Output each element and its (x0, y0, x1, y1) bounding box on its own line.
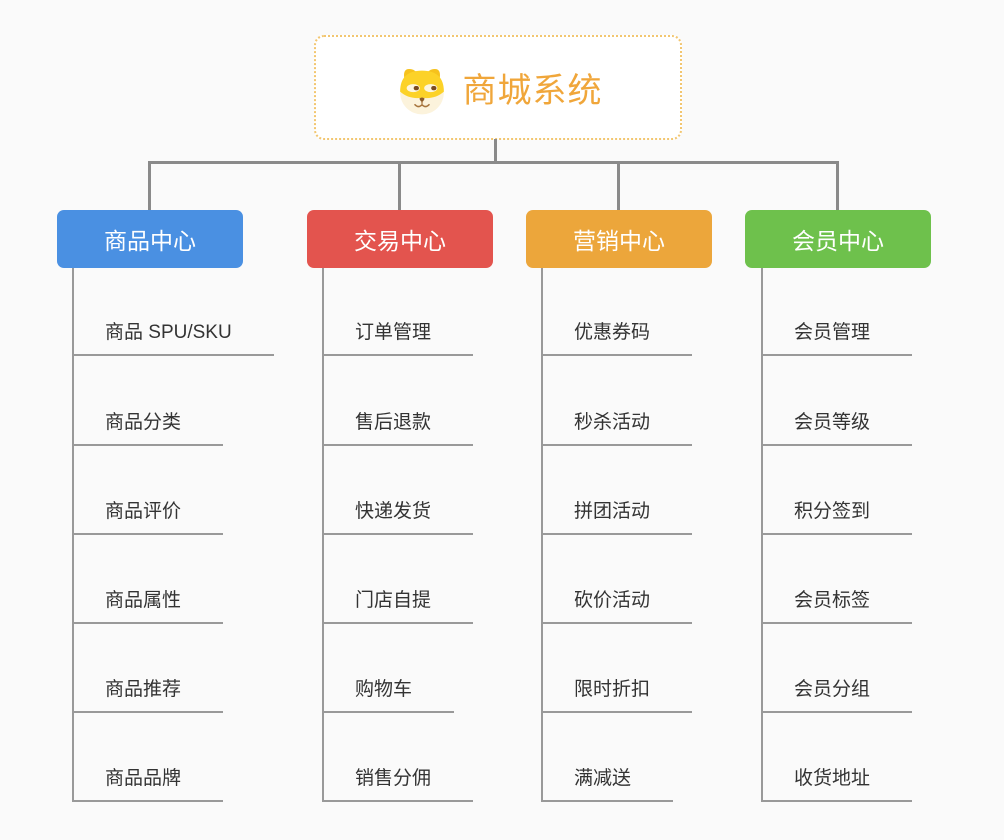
leaf-node[interactable]: 售后退款 (322, 410, 474, 446)
leaf-node[interactable]: 商品 SPU/SKU (72, 320, 274, 356)
connector-drop-trade (398, 161, 401, 211)
leaf-node[interactable]: 会员标签 (761, 588, 913, 624)
connector-horizontal-rail (148, 161, 839, 164)
branch-node-marketing[interactable]: 营销中心 (526, 210, 712, 268)
leaf-node[interactable]: 订单管理 (322, 320, 474, 356)
branch-stem (322, 268, 324, 802)
leaf-node[interactable]: 商品属性 (72, 588, 224, 624)
leaf-node[interactable]: 销售分佣 (322, 766, 474, 802)
leaf-node[interactable]: 会员管理 (761, 320, 913, 356)
leaf-node[interactable]: 拼团活动 (541, 499, 693, 535)
leaf-node[interactable]: 会员分组 (761, 677, 913, 713)
dog-icon (399, 68, 444, 114)
branch-stem (541, 268, 543, 802)
leaf-node[interactable]: 门店自提 (322, 588, 474, 624)
root-title: 商城系统 (462, 72, 603, 110)
leaf-node[interactable]: 购物车 (322, 677, 455, 713)
branch-node-members[interactable]: 会员中心 (745, 210, 931, 268)
branch-node-products[interactable]: 商品中心 (57, 210, 243, 268)
branch-stem (72, 268, 74, 802)
leaf-node[interactable]: 积分签到 (761, 499, 913, 535)
leaf-node[interactable]: 快递发货 (322, 499, 474, 535)
leaf-node[interactable]: 收货地址 (761, 766, 913, 802)
leaf-node[interactable]: 满减送 (541, 766, 674, 802)
connector-drop-members (836, 161, 839, 211)
connector-drop-products (148, 161, 151, 211)
leaf-node[interactable]: 会员等级 (761, 410, 913, 446)
leaf-node[interactable]: 商品推荐 (72, 677, 224, 713)
leaf-node[interactable]: 商品评价 (72, 499, 224, 535)
leaf-node[interactable]: 砍价活动 (541, 588, 693, 624)
branch-node-trade[interactable]: 交易中心 (307, 210, 493, 268)
root-node[interactable]: 商城系统 (314, 35, 682, 140)
leaf-node[interactable]: 商品品牌 (72, 766, 224, 802)
leaf-node[interactable]: 限时折扣 (541, 677, 693, 713)
leaf-node[interactable]: 优惠券码 (541, 320, 693, 356)
connector-drop-marketing (617, 161, 620, 211)
leaf-node[interactable]: 秒杀活动 (541, 410, 693, 446)
branch-stem (761, 268, 763, 802)
leaf-node[interactable]: 商品分类 (72, 410, 224, 446)
connector-root-stem (494, 139, 497, 163)
